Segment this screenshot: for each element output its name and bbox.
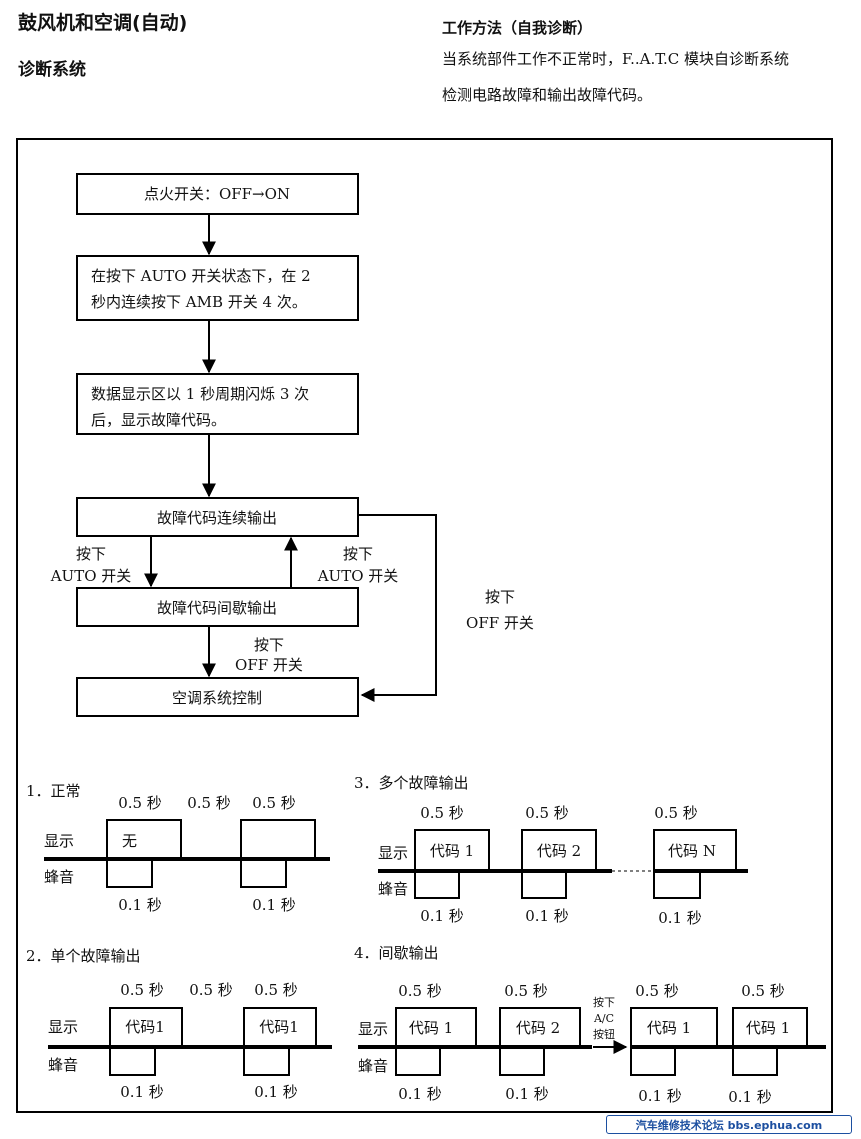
intermittent-code1-c: 代码 1: [746, 1019, 790, 1037]
intermittent-buzzer-pulse-3: [630, 1046, 676, 1076]
multi-display-label: 显示: [378, 844, 408, 862]
normal-t01-1: 0.1 秒: [118, 896, 162, 914]
step2-line2: 秒内连续按下 AMB 开关 4 次。: [91, 293, 307, 311]
press-label-center: 按下: [254, 636, 284, 654]
single-code1-a: 代码1: [125, 1018, 165, 1036]
multi-t01-2: 0.1 秒: [525, 907, 569, 925]
step3-line1: 数据显示区以 1 秒周期闪烁 3 次: [91, 385, 309, 403]
press-label-far-right: 按下: [485, 588, 515, 606]
single-t01-2: 0.1 秒: [254, 1083, 298, 1101]
multi-t01-3: 0.1 秒: [658, 909, 702, 927]
step-ignition-box: [76, 173, 359, 215]
intermittent-press-label: 按下: [593, 995, 615, 1009]
multi-buzzer-pulse-1: [414, 870, 460, 899]
multi-code1: 代码 1: [430, 842, 474, 860]
auto-switch-label-left: AUTO 开关: [50, 567, 132, 585]
multi-code2: 代码 2: [537, 842, 581, 860]
multi-t01-1: 0.1 秒: [420, 907, 464, 925]
section-subtitle: 诊断系统: [18, 60, 86, 80]
normal-t05-2: 0.5 秒: [187, 794, 231, 812]
single-buzzer-pulse-1: [109, 1046, 156, 1076]
single-display-label: 显示: [48, 1018, 78, 1036]
normal-buzzer-pulse-2: [240, 858, 287, 888]
off-switch-label-center: OFF 开关: [235, 656, 303, 674]
intermittent-ac-label: A/C: [593, 1012, 614, 1025]
normal-buzzer-label: 蜂音: [44, 868, 74, 886]
normal-display-label: 显示: [44, 832, 74, 850]
step-ac-control-box: [76, 677, 359, 717]
step-intermittent-output-box: [76, 587, 359, 627]
single-buzzer-label: 蜂音: [48, 1056, 78, 1074]
step-press-amb-box: [76, 255, 359, 321]
normal-none-label: 无: [122, 832, 137, 850]
intermittent-code2: 代码 2: [516, 1019, 560, 1037]
step3-line2: 后，显示故障代码。: [91, 411, 226, 429]
intermittent-t05-3: 0.5 秒: [635, 982, 679, 1000]
single-buzzer-pulse-2: [243, 1046, 290, 1076]
step6-label: 空调系统控制: [172, 689, 262, 707]
multi-buzzer-label: 蜂音: [378, 880, 408, 898]
method-heading: 工作方法（自我诊断）: [442, 19, 593, 37]
multi-t05-3: 0.5 秒: [654, 804, 698, 822]
intermittent-t05-2: 0.5 秒: [504, 982, 548, 1000]
intermittent-buzzer-pulse-1: [395, 1046, 441, 1076]
intermittent-code1-a: 代码 1: [409, 1019, 453, 1037]
auto-switch-label-right: AUTO 开关: [317, 567, 399, 585]
intermittent-t05-4: 0.5 秒: [741, 982, 785, 1000]
normal-buzzer-pulse-1: [106, 858, 153, 888]
normal-display-pulse-2: [240, 819, 316, 860]
diagnosis-frame: [16, 138, 833, 1113]
single-t01-1: 0.1 秒: [120, 1083, 164, 1101]
intermittent-buzzer-pulse-4: [732, 1046, 778, 1076]
arrow-continuous-to-control: [358, 514, 437, 702]
step-blink-box: [76, 373, 359, 435]
step1-label: 点火开关：OFF→ON: [144, 185, 290, 203]
single-t05-1: 0.5 秒: [120, 981, 164, 999]
intermittent-t01-1: 0.1 秒: [398, 1085, 442, 1103]
multi-buzzer-pulse-2: [521, 870, 567, 899]
intermittent-buzzer-pulse-2: [499, 1046, 545, 1076]
single-t05-3: 0.5 秒: [254, 981, 298, 999]
press-label-right: 按下: [343, 545, 373, 563]
intermittent-t01-2: 0.1 秒: [505, 1085, 549, 1103]
method-description-line2: 检测电路故障和输出故障代码。: [442, 86, 653, 104]
intermittent-code1-b: 代码 1: [647, 1019, 691, 1037]
normal-t05-3: 0.5 秒: [252, 794, 296, 812]
multi-t05-1: 0.5 秒: [420, 804, 464, 822]
multi-title: 3．多个故障输出: [354, 774, 469, 792]
page-title: 鼓风机和空调(自动): [18, 12, 188, 34]
multi-codeN: 代码 N: [668, 842, 716, 860]
intermittent-t01-4: 0.1 秒: [728, 1088, 772, 1106]
intermittent-buzzer-label: 蜂音: [358, 1057, 388, 1075]
method-description-line1: 当系统部件工作不正常时，F..A.T.C 模块自诊断系统: [442, 50, 790, 68]
intermittent-t05-1: 0.5 秒: [398, 982, 442, 1000]
step4-label: 故障代码连续输出: [157, 509, 277, 527]
normal-t01-2: 0.1 秒: [252, 896, 296, 914]
step2-line1: 在按下 AUTO 开关状态下，在 2: [91, 267, 311, 285]
press-label-left: 按下: [76, 545, 106, 563]
single-code1-b: 代码1: [259, 1018, 299, 1036]
intermittent-button-label: 按钮: [593, 1027, 615, 1041]
off-switch-label-far-right: OFF 开关: [466, 614, 534, 632]
single-t05-2: 0.5 秒: [189, 981, 233, 999]
step5-label: 故障代码间歇输出: [157, 599, 277, 617]
single-title: 2．单个故障输出: [26, 947, 141, 965]
step-continuous-output-box: [76, 497, 359, 537]
forum-watermark: 汽车维修技术论坛 bbs.ephua.com: [606, 1115, 852, 1134]
normal-title: 1．正常: [26, 782, 81, 800]
intermittent-t01-3: 0.1 秒: [638, 1087, 682, 1105]
multi-t05-2: 0.5 秒: [525, 804, 569, 822]
intermittent-display-label: 显示: [358, 1020, 388, 1038]
multi-buzzer-pulse-n: [653, 870, 701, 899]
normal-t05-1: 0.5 秒: [118, 794, 162, 812]
intermittent-title: 4．间歇输出: [354, 944, 439, 962]
normal-display-pulse-1: [106, 819, 182, 860]
